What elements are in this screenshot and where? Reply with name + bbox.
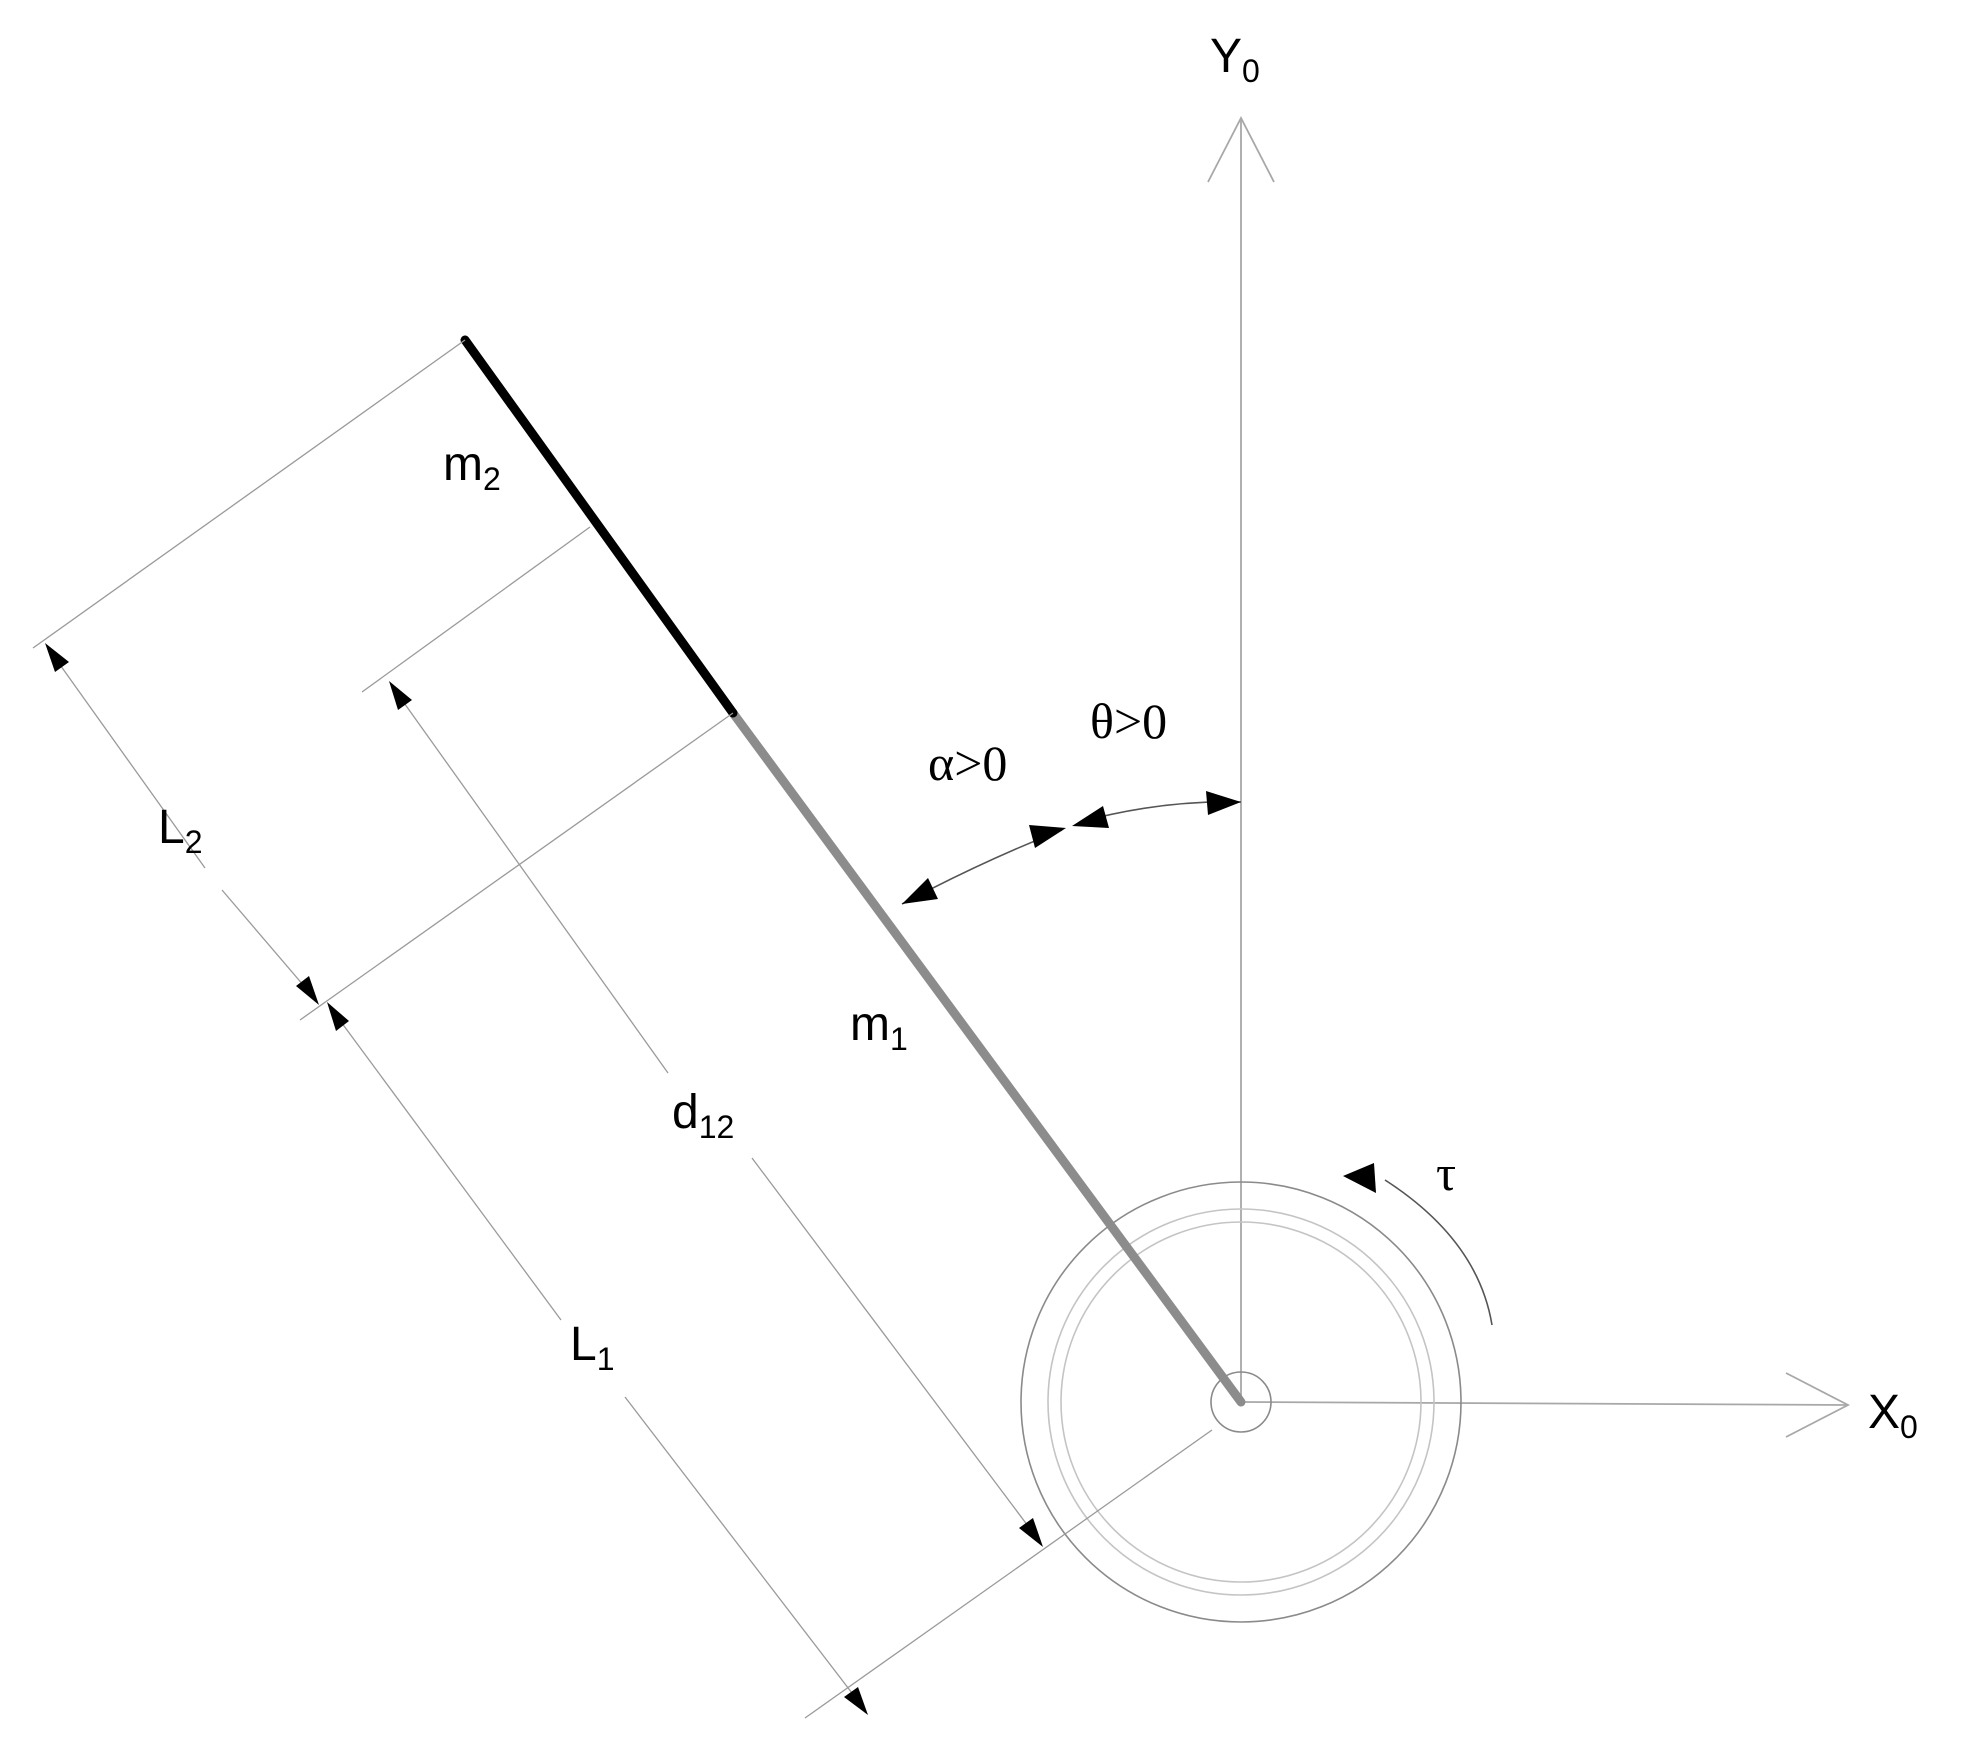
angle-theta-arc <box>1072 791 1242 828</box>
mass-2-label: m2 <box>443 438 501 497</box>
y-axis <box>1207 116 1275 1400</box>
arrow-alpha-end <box>1029 825 1066 848</box>
length-2-label: L2 <box>158 801 203 860</box>
angle-alpha-label: α>0 <box>928 735 1007 791</box>
x-axis <box>1240 1372 1850 1438</box>
arrow-l1-top <box>327 1002 349 1031</box>
arrow-d12-top <box>389 681 412 710</box>
dimension-l1 <box>327 1002 868 1715</box>
pendulum-link <box>460 335 1246 1407</box>
length-1-label: L1 <box>570 1318 615 1377</box>
angle-alpha-arc <box>901 825 1066 905</box>
arrow-l1-bottom <box>844 1687 868 1715</box>
arrow-theta-right <box>1206 791 1241 815</box>
dimension-d12 <box>389 681 1043 1547</box>
link-upper-m2 <box>460 335 738 718</box>
x-axis-label: X0 <box>1868 1386 1918 1445</box>
arrow-l2-bottom <box>296 976 319 1005</box>
arrow-d12-bottom <box>1019 1518 1043 1547</box>
mass-1-label: m1 <box>850 998 908 1057</box>
arrow-torque <box>1343 1163 1376 1193</box>
wheel <box>1020 1181 1462 1623</box>
arrow-alpha-start <box>902 878 938 904</box>
torque-label: τ <box>1436 1145 1456 1201</box>
y-axis-label: Y0 <box>1210 30 1260 89</box>
pivot-circle <box>1210 1371 1272 1433</box>
torque-arc <box>1343 1163 1493 1326</box>
dimension-l2 <box>45 643 319 1005</box>
arrow-l2-top <box>45 643 69 672</box>
distance-12-label: d12 <box>672 1086 734 1145</box>
angle-theta-label: θ>0 <box>1090 693 1167 749</box>
extension-lines <box>32 339 1213 1719</box>
link-lower-m1 <box>728 708 1246 1407</box>
arrow-theta-left <box>1072 806 1109 828</box>
